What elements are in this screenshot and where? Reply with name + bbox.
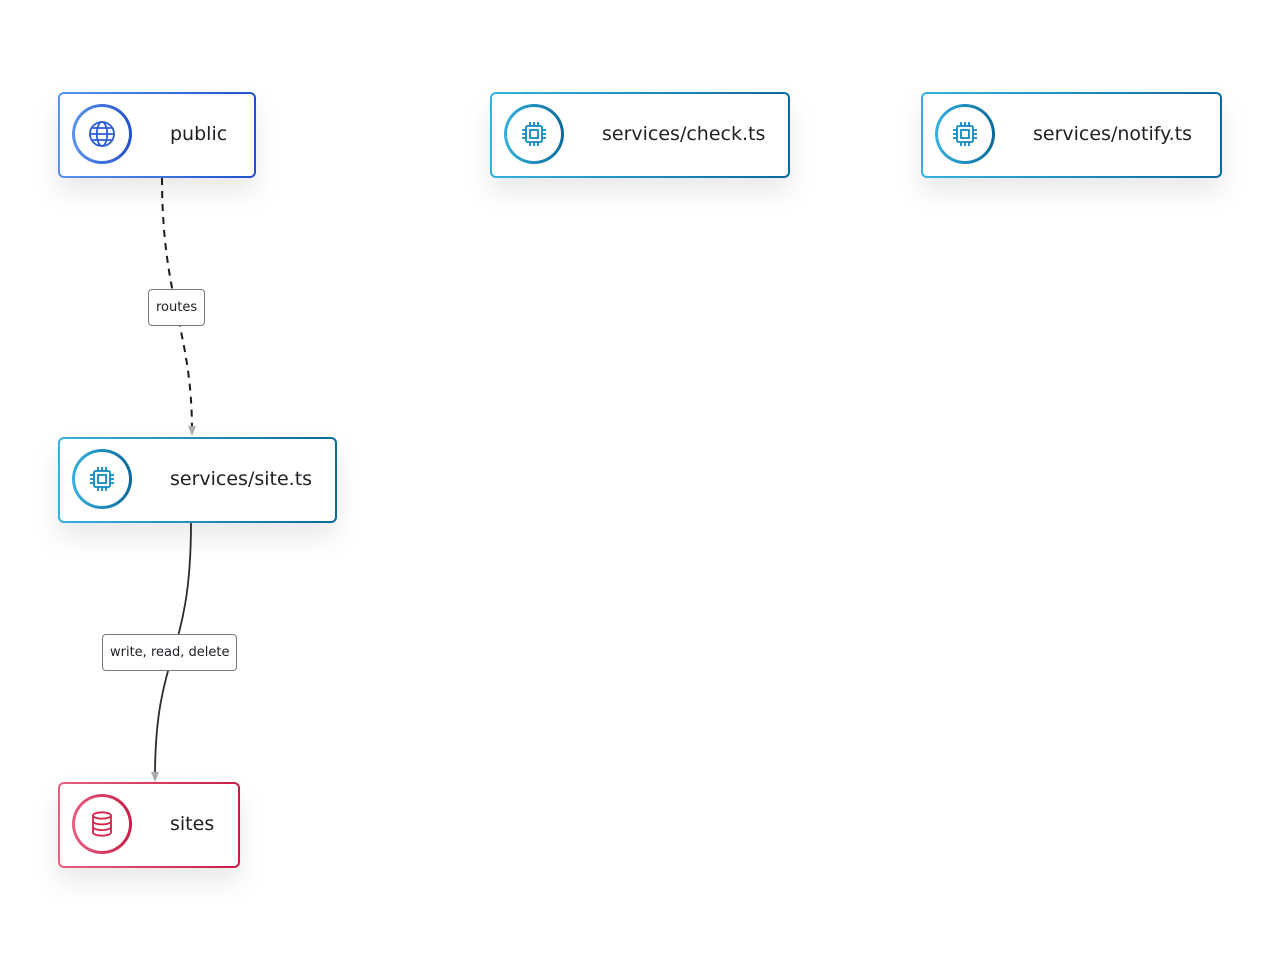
edge-label-db-access[interactable]: write, read, delete xyxy=(102,634,238,671)
chip-icon xyxy=(953,122,977,146)
node-public-icon-ring xyxy=(72,104,132,164)
node-label: services/site.ts xyxy=(170,468,313,490)
node-services-check-ts[interactable]: services/check.ts xyxy=(490,92,790,178)
node-services-site-ts[interactable]: services/site.ts xyxy=(58,437,337,523)
node-label: services/notify.ts xyxy=(1033,123,1193,145)
chip-icon xyxy=(90,467,114,491)
node-check-icon-ring xyxy=(504,104,564,164)
edge-label-routes[interactable]: routes xyxy=(148,289,206,326)
node-site-icon-ring xyxy=(72,449,132,509)
node-notify-icon-ring xyxy=(935,104,995,164)
database-icon xyxy=(92,811,112,837)
node-public[interactable]: public xyxy=(58,92,256,178)
node-label: services/check.ts xyxy=(602,123,766,145)
node-sites[interactable]: sites xyxy=(58,782,240,868)
node-label: sites xyxy=(170,813,215,835)
chip-icon xyxy=(522,122,546,146)
node-sites-icon-ring xyxy=(72,794,132,854)
node-services-notify-ts[interactable]: services/notify.ts xyxy=(921,92,1222,178)
node-label: public xyxy=(170,123,228,145)
globe-icon xyxy=(89,121,115,147)
